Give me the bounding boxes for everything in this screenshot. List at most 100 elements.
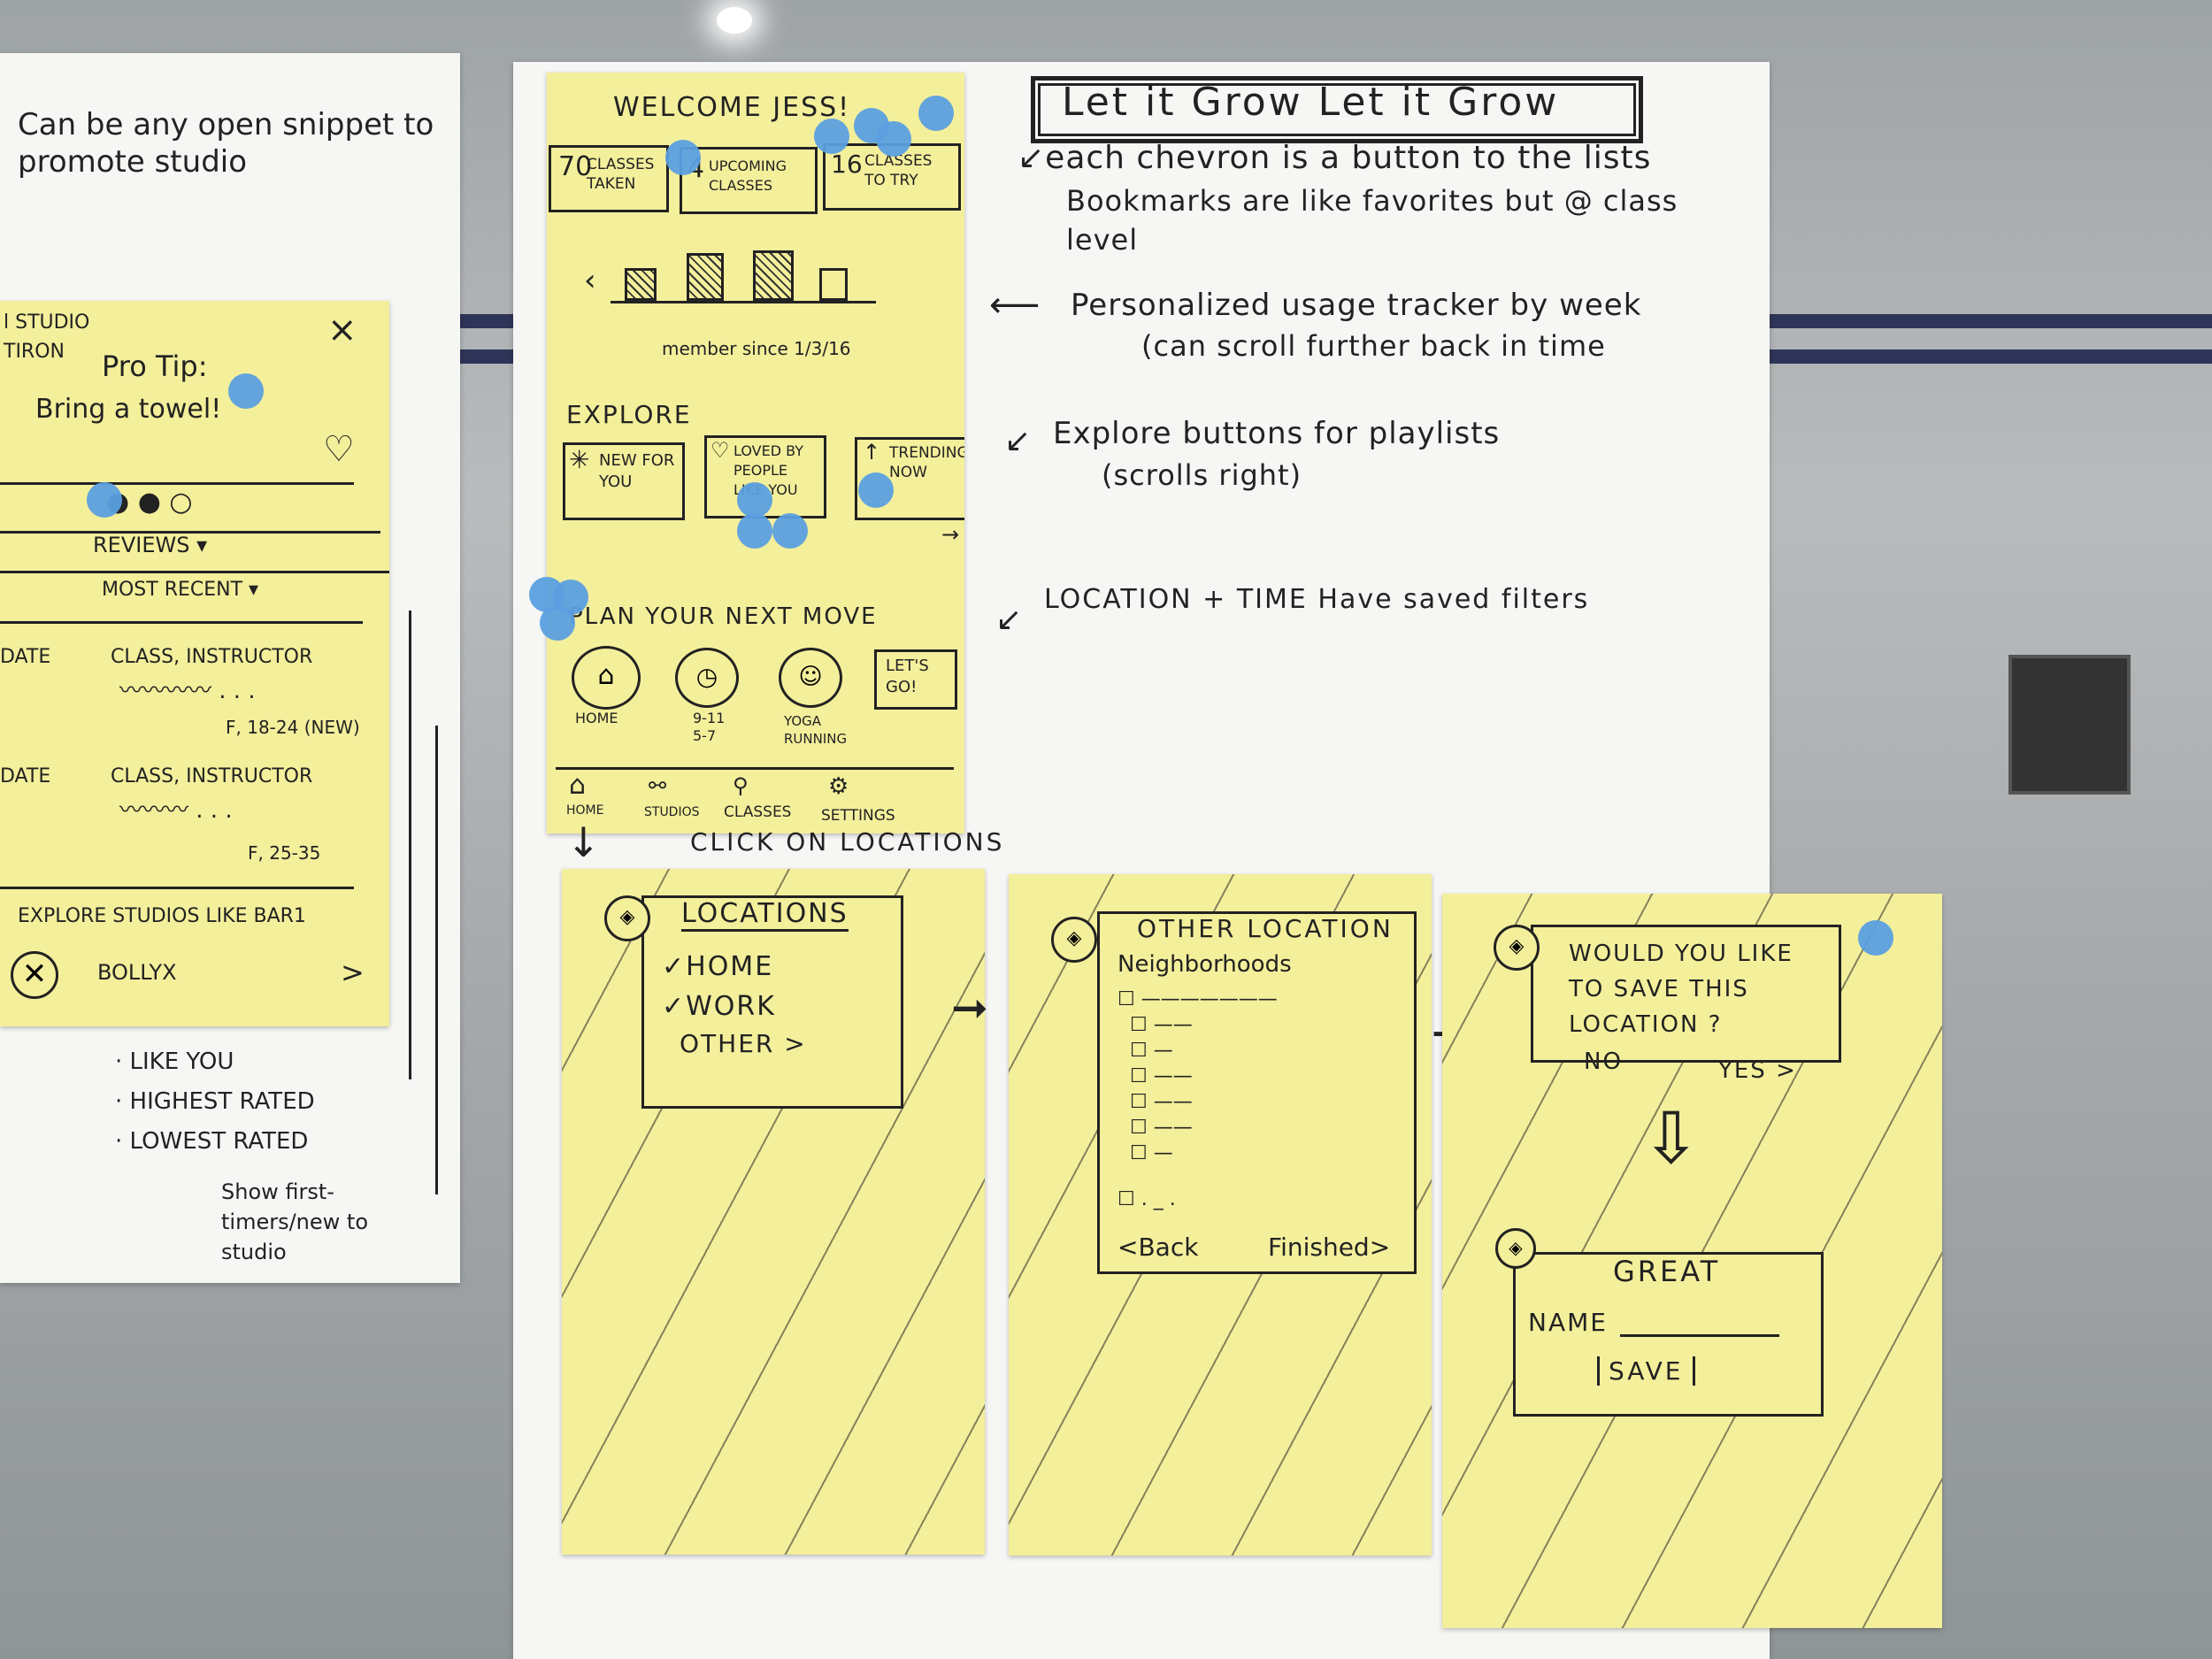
divider	[0, 482, 354, 485]
clock-icon[interactable]: ◷	[675, 648, 739, 708]
location-option-home[interactable]: ✓HOME	[662, 951, 774, 982]
location-icon: ◈	[1495, 1228, 1536, 1269]
vote-dot	[665, 140, 701, 175]
sort-option: · LOWEST RATED	[115, 1128, 309, 1155]
usage-chart	[616, 241, 864, 301]
stat-number: 16	[831, 150, 863, 179]
checkbox-last[interactable]: ☐ . _ .	[1118, 1188, 1176, 1210]
studio-review-sticky: l STUDIO TIRON × Pro Tip: Bring a towel!…	[0, 301, 389, 1026]
gear-icon[interactable]: ⚙	[828, 773, 849, 800]
save-button[interactable]: SAVE	[1597, 1356, 1695, 1386]
explore-note: Explore buttons for playlists	[1053, 416, 1501, 451]
explore-new-for-you-button[interactable]: ✳ NEW FOR YOU	[563, 442, 685, 520]
divider	[0, 531, 380, 534]
other-location-title: OTHER LOCATION	[1137, 914, 1394, 943]
sort-option: · LIKE YOU	[115, 1048, 234, 1075]
nav-classes[interactable]: CLASSES	[724, 803, 792, 821]
vote-dot	[228, 373, 264, 409]
explore-title: EXPLORE	[566, 400, 692, 429]
divider	[0, 571, 389, 573]
ceiling-light	[717, 7, 752, 34]
review-class: CLASS, INSTRUCTOR	[111, 646, 313, 668]
location-arrow: ↙	[995, 602, 1023, 638]
heart-icon: ♡	[710, 438, 730, 463]
stat-label: CLASSES TAKEN	[587, 156, 655, 193]
promo-note: Can be any open snippet to promote studi…	[18, 107, 434, 180]
bollyx-link[interactable]: BOLLYX	[97, 960, 177, 985]
vote-dot	[540, 605, 575, 641]
review-scribble: 〰〰〰 . . .	[119, 797, 233, 824]
click-arrow: ↓	[566, 818, 601, 866]
nav-home[interactable]: HOME	[566, 803, 604, 818]
most-recent-dropdown[interactable]: MOST RECENT ▾	[102, 579, 259, 601]
stat-label: UPCOMING CLASSES	[709, 157, 787, 194]
bookmarks-note: Bookmarks are like favorites but @ class…	[1066, 184, 1678, 257]
great-panel: GREAT NAME SAVE	[1513, 1252, 1824, 1417]
bike-icon[interactable]: ⚲	[733, 773, 749, 798]
review-meta: F, 18-24 (NEW)	[226, 717, 360, 738]
review-date: DATE	[0, 765, 51, 787]
locations-sticky: LOCATIONS ✓HOME ✓WORK OTHER > ◈	[562, 869, 985, 1555]
lets-go-button[interactable]: LET'S GO!	[874, 649, 957, 710]
location-icon[interactable]: ⌂	[572, 646, 641, 710]
location-option-work[interactable]: ✓WORK	[662, 991, 776, 1022]
yes-button[interactable]: YES >	[1718, 1057, 1797, 1084]
back-button[interactable]: <Back	[1118, 1233, 1199, 1262]
notes-title: Let it Grow Let it Grow	[1062, 80, 1560, 125]
nav-studios[interactable]: STUDIOS	[644, 805, 700, 819]
bracket-line	[409, 611, 411, 1079]
most-recent-label: MOST RECENT	[102, 579, 243, 601]
home-icon[interactable]: ⌂	[569, 770, 587, 801]
tracker-note: Personalized usage tracker by week	[1071, 288, 1642, 323]
usage-bar	[819, 268, 848, 301]
chevron-right-icon[interactable]: >	[341, 956, 365, 989]
welcome-text: WELCOME JESS!	[613, 92, 851, 123]
title-box	[1031, 76, 1643, 143]
dumbbell-icon[interactable]: ⚯	[649, 773, 667, 798]
bracket-line	[435, 726, 438, 1194]
vote-dot	[814, 119, 849, 154]
review-date: DATE	[0, 646, 51, 668]
tracker-note: (can scroll further back in time	[1141, 329, 1606, 363]
stat-label: CLASSES TO TRY	[864, 152, 933, 189]
arrow-right-icon[interactable]: →	[941, 522, 960, 547]
nav-divider	[556, 767, 954, 770]
reviews-dropdown[interactable]: REVIEWS ▾	[93, 533, 208, 557]
explore-label: NEW FOR YOU	[599, 451, 675, 491]
close-icon[interactable]: ×	[327, 310, 357, 350]
plan-label: 9-11 5-7	[693, 710, 726, 744]
bollyx-logo-icon: ✕	[11, 951, 58, 999]
stat-chevron-classes-taken[interactable]: 70 CLASSES TAKEN	[549, 145, 669, 212]
vote-dot	[858, 472, 894, 508]
name-input[interactable]	[1620, 1334, 1779, 1337]
other-location-panel: OTHER LOCATION Neighborhoods ☐ ——————— ☐…	[1097, 911, 1417, 1274]
lets-go-label: LET'S GO!	[886, 657, 929, 696]
name-label: NAME	[1528, 1308, 1608, 1337]
vote-dot	[737, 513, 772, 549]
review-meta: F, 25-35	[248, 842, 321, 864]
location-option-other[interactable]: OTHER >	[680, 1029, 807, 1058]
vote-dot	[876, 121, 911, 157]
checkbox-list[interactable]: ☐ ——————— ☐ —— ☐ — ☐ —— ☐ —— ☐ —— ☐ —	[1118, 988, 1278, 1164]
no-button[interactable]: NO	[1584, 1048, 1623, 1075]
explore-arrow: ↙	[1004, 423, 1032, 459]
star-icon: ✳	[569, 445, 590, 474]
chevron-left-icon[interactable]: ‹	[584, 263, 596, 298]
explore-label: TRENDING NOW	[889, 444, 964, 481]
plan-label: YOGA RUNNING	[784, 713, 848, 747]
explore-note: (scrolls right)	[1102, 458, 1302, 492]
home-screen-sticky: WELCOME JESS! 70 CLASSES TAKEN 4 UPCOMIN…	[547, 73, 964, 833]
wall-monitor	[2008, 655, 2131, 795]
vote-dot	[87, 482, 122, 518]
heart-icon[interactable]: ♡	[323, 429, 355, 470]
pro-tip-label: Pro Tip:	[102, 349, 208, 383]
neighborhoods-label: Neighborhoods	[1118, 951, 1292, 978]
vote-dot	[1858, 920, 1893, 956]
show-first-timers-note: Show first-timers/new to studio	[221, 1179, 369, 1264]
finished-button[interactable]: Finished>	[1268, 1233, 1391, 1262]
vote-dot	[772, 513, 808, 549]
vote-dot	[737, 482, 772, 518]
great-title: GREAT	[1613, 1255, 1721, 1288]
nav-settings[interactable]: SETTINGS	[821, 807, 895, 825]
activity-icon[interactable]: ☺	[779, 648, 842, 708]
